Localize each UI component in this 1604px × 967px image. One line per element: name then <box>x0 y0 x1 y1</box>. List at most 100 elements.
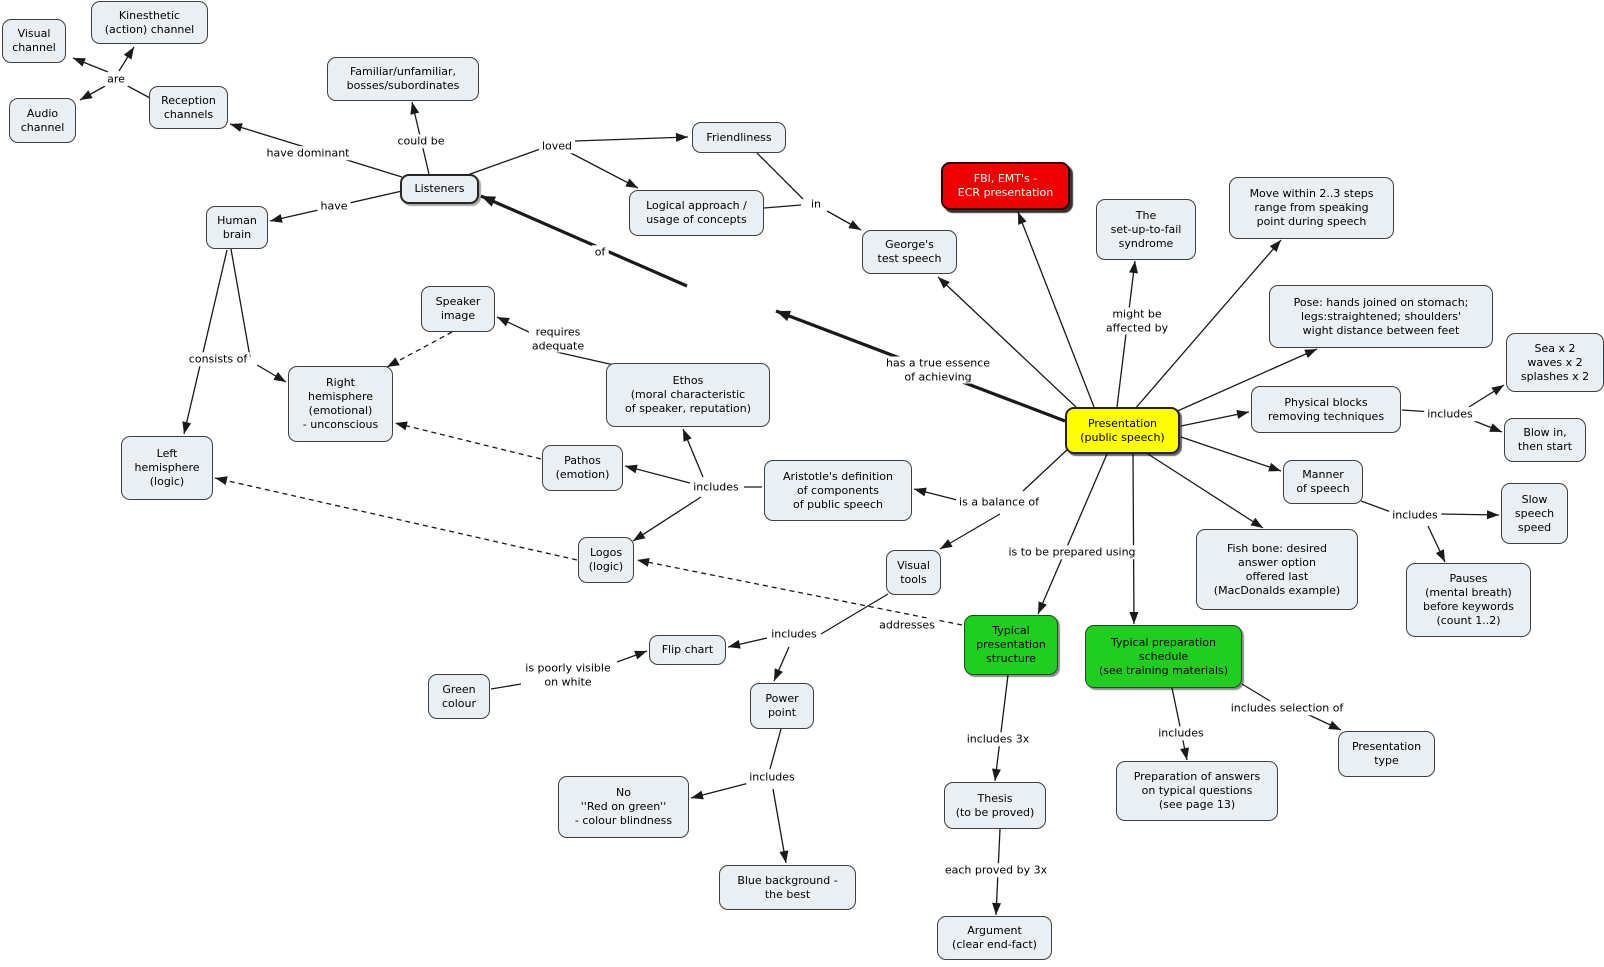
node-friendliness[interactable]: Friendliness <box>692 122 786 153</box>
edge-label: includes <box>1389 508 1441 522</box>
node-logical-approach[interactable]: Logical approach / usage of concepts <box>629 190 764 236</box>
arrowhead-icon <box>1328 720 1341 730</box>
arrowhead-icon <box>683 429 692 442</box>
arrowhead-icon <box>73 58 86 67</box>
edge-line <box>632 496 702 542</box>
node-fbi-ecr-presentation[interactable]: FBI, EMT's - ECR presentation <box>941 162 1070 210</box>
node-reception-channels[interactable]: Reception channels <box>149 86 228 129</box>
arrowhead-icon <box>410 102 420 115</box>
edge-line <box>1017 211 1095 408</box>
arrowhead-icon <box>675 132 688 142</box>
edge-line <box>1132 453 1135 625</box>
edge-label: includes 3x <box>963 732 1033 746</box>
node-typical-presentation-structure[interactable]: Typical presentation structure <box>964 615 1058 675</box>
edge-line <box>183 249 228 435</box>
edge-line <box>480 194 688 288</box>
node-aristotle-definition[interactable]: Aristotle's definition of components of … <box>764 460 912 521</box>
node-blow-in[interactable]: Blow in, then start <box>1504 418 1586 462</box>
arrowhead-icon <box>691 790 704 800</box>
node-flip-chart[interactable]: Flip chart <box>649 635 726 665</box>
node-argument[interactable]: Argument (clear end-fact) <box>937 916 1052 960</box>
node-thesis[interactable]: Thesis (to be proved) <box>944 782 1046 829</box>
node-right-hemisphere[interactable]: Right hemisphere (emotional) - unconscio… <box>288 366 393 442</box>
node-blue-background[interactable]: Blue background - the best <box>719 865 856 910</box>
edge-line <box>1241 683 1271 702</box>
arrowhead-icon <box>1435 549 1445 562</box>
edge-line <box>769 728 782 770</box>
node-physical-blocks[interactable]: Physical blocks removing techniques <box>1251 386 1401 433</box>
arrowhead-icon <box>1038 601 1047 614</box>
arrowhead-icon <box>273 372 286 382</box>
arrowhead-icon <box>634 650 647 660</box>
node-presentation[interactable]: Presentation (public speech) <box>1065 407 1180 454</box>
arrowhead-icon <box>215 476 228 486</box>
edge-line <box>551 350 615 366</box>
arrowhead-icon <box>779 850 789 863</box>
arrowhead-icon <box>123 47 134 60</box>
node-ethos[interactable]: Ethos (moral characteristic of speaker, … <box>606 363 770 427</box>
node-presentation-type[interactable]: Presentation type <box>1338 731 1435 777</box>
node-move-within[interactable]: Move within 2..3 steps range from speaki… <box>1229 177 1394 239</box>
node-left-hemisphere[interactable]: Left hemisphere (logic) <box>121 436 213 500</box>
node-no-red-on-green[interactable]: No ''Red on green'' - colour blindness <box>558 776 689 838</box>
edge-line <box>1360 500 1392 513</box>
node-pauses[interactable]: Pauses (mental breath) before keywords (… <box>1406 563 1531 637</box>
edge-line <box>937 276 1077 408</box>
arrowhead-icon <box>637 557 650 567</box>
edge-label: loved <box>538 139 576 153</box>
edge-line <box>214 477 578 561</box>
edge-label: includes <box>690 480 742 494</box>
node-power-point[interactable]: Power point <box>750 683 814 729</box>
edge-label: includes <box>746 770 798 784</box>
edge-label: is to be prepared using <box>1005 545 1139 559</box>
node-speaker-image[interactable]: Speaker image <box>421 286 495 332</box>
edge-line <box>820 593 889 635</box>
edge-label: of <box>591 245 609 259</box>
node-pathos[interactable]: Pathos (emotion) <box>542 445 623 491</box>
arrowhead-icon <box>1180 747 1189 760</box>
node-set-up-to-fail[interactable]: The set-up-to-fail syndrome <box>1096 199 1196 260</box>
arrowhead-icon <box>1129 611 1139 624</box>
node-georges-test-speech[interactable]: George's test speech <box>862 230 957 274</box>
arrowhead-icon <box>1250 517 1263 528</box>
edge-line <box>1022 447 1070 492</box>
edge-line <box>1147 453 1264 529</box>
node-typical-preparation-schedule[interactable]: Typical preparation schedule (see traini… <box>1085 625 1242 688</box>
node-sea-waves-splashes[interactable]: Sea x 2 waves x 2 splashes x 2 <box>1506 333 1604 392</box>
arrowhead-icon <box>1491 385 1504 396</box>
node-visual-tools[interactable]: Visual tools <box>886 550 941 595</box>
node-listeners[interactable]: Listeners <box>400 174 479 204</box>
node-manner-of-speech[interactable]: Manner of speech <box>1283 460 1363 504</box>
node-human-brain[interactable]: Human brain <box>206 206 268 249</box>
node-pose[interactable]: Pose: hands joined on stomach; legs:stra… <box>1269 285 1493 348</box>
node-slow-speech-speed[interactable]: Slow speech speed <box>1501 483 1568 544</box>
node-logos[interactable]: Logos (logic) <box>578 537 634 583</box>
arrowhead-icon <box>230 123 243 132</box>
node-fish-bone[interactable]: Fish bone: desired answer option offered… <box>1196 529 1358 610</box>
edge-label: is a balance of <box>956 495 1042 509</box>
arrowhead-icon <box>387 357 400 367</box>
edge-line <box>230 248 251 358</box>
arrowhead-icon <box>1129 261 1138 274</box>
node-kinesthetic-channel[interactable]: Kinesthetic (action) channel <box>91 1 208 44</box>
node-familiar-unfamiliar[interactable]: Familiar/unfamiliar, bosses/subordinates <box>327 57 479 101</box>
edge-label: includes <box>1155 726 1207 740</box>
edge-line <box>1037 453 1108 615</box>
edge-label: requires adequate <box>528 325 588 353</box>
edge-label: addresses <box>876 618 938 632</box>
edge-label: could be <box>394 134 448 148</box>
edge-line <box>123 83 151 99</box>
node-visual-channel[interactable]: Visual channel <box>2 19 66 63</box>
edge-line <box>386 331 453 368</box>
edge-label: has a true essence of achieving <box>882 356 994 384</box>
arrowhead-icon <box>270 213 283 223</box>
edge-line <box>772 788 787 864</box>
node-audio-channel[interactable]: Audio channel <box>9 98 76 143</box>
edge-line <box>394 422 542 460</box>
edge-line <box>1180 436 1282 472</box>
edge-label: have <box>317 199 351 213</box>
node-preparation-of-answers[interactable]: Preparation of answers on typical questi… <box>1116 761 1278 821</box>
arrowhead-icon <box>1304 349 1317 358</box>
node-green-colour[interactable]: Green colour <box>428 674 490 719</box>
